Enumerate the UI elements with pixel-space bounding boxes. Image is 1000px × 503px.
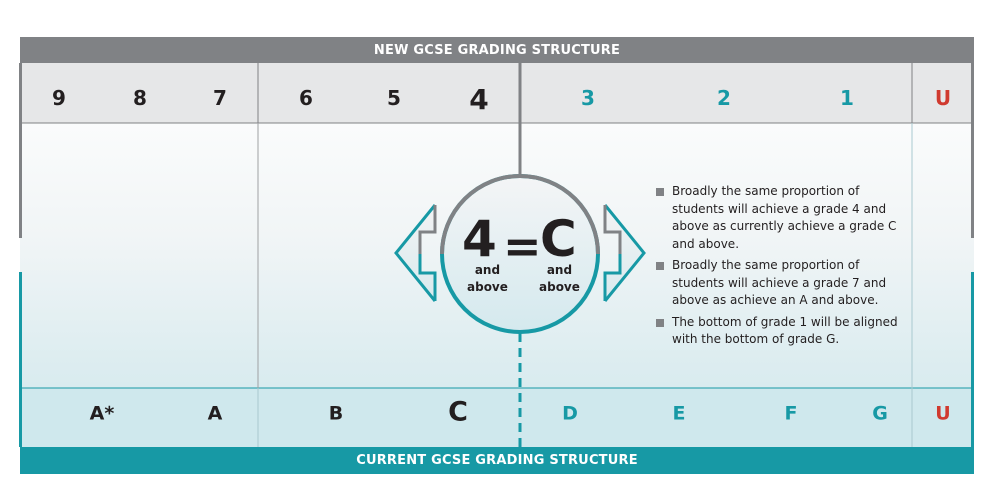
current-grade-u: U — [935, 402, 951, 425]
current-structure-title: CURRENT GCSE GRADING STRUCTURE — [20, 447, 974, 474]
new-grade-u: U — [934, 86, 952, 110]
equivalence-new-grade: 4 — [462, 210, 497, 268]
equivalence-left-qualifier: and above — [467, 263, 508, 294]
new-grade-6: 6 — [299, 86, 313, 110]
current-grade-c: C — [448, 396, 468, 428]
new-grade-5: 5 — [387, 86, 401, 110]
equivalence-current-grade: C — [540, 210, 577, 268]
equivalence-right-qualifier: and above — [539, 263, 580, 294]
new-grade-1: 1 — [840, 86, 854, 110]
new-grade-7: 7 — [213, 86, 227, 110]
right-arrow-icon — [605, 205, 644, 301]
new-structure-title: NEW GCSE GRADING STRUCTURE — [20, 37, 974, 63]
current-grade-a: A — [207, 402, 223, 425]
square-bullet-icon — [656, 318, 664, 327]
current-grade-e: E — [672, 402, 686, 425]
current-grade-d: D — [562, 402, 578, 425]
note-item: Broadly the same proportion of students … — [656, 257, 906, 310]
new-grade-9: 9 — [52, 86, 66, 110]
left-arrow-icon — [396, 205, 435, 301]
current-grades-row — [20, 388, 974, 447]
new-grade-3: 3 — [581, 86, 595, 110]
new-grade-8: 8 — [133, 86, 147, 110]
current-grade-a-star: A* — [89, 402, 115, 425]
new-grade-2: 2 — [717, 86, 731, 110]
equivalence-equals-sign: = — [503, 219, 542, 273]
notes-list: Broadly the same proportion of students … — [656, 183, 906, 353]
current-grade-g: G — [872, 402, 888, 425]
current-grade-f: F — [784, 402, 798, 425]
current-grade-b: B — [328, 402, 344, 425]
new-grade-4: 4 — [469, 83, 489, 116]
new-grades-row — [20, 63, 974, 123]
square-bullet-icon — [656, 188, 664, 196]
note-item: Broadly the same proportion of students … — [656, 183, 906, 253]
note-item: The bottom of grade 1 will be aligned wi… — [656, 314, 906, 349]
square-bullet-icon — [656, 262, 664, 270]
